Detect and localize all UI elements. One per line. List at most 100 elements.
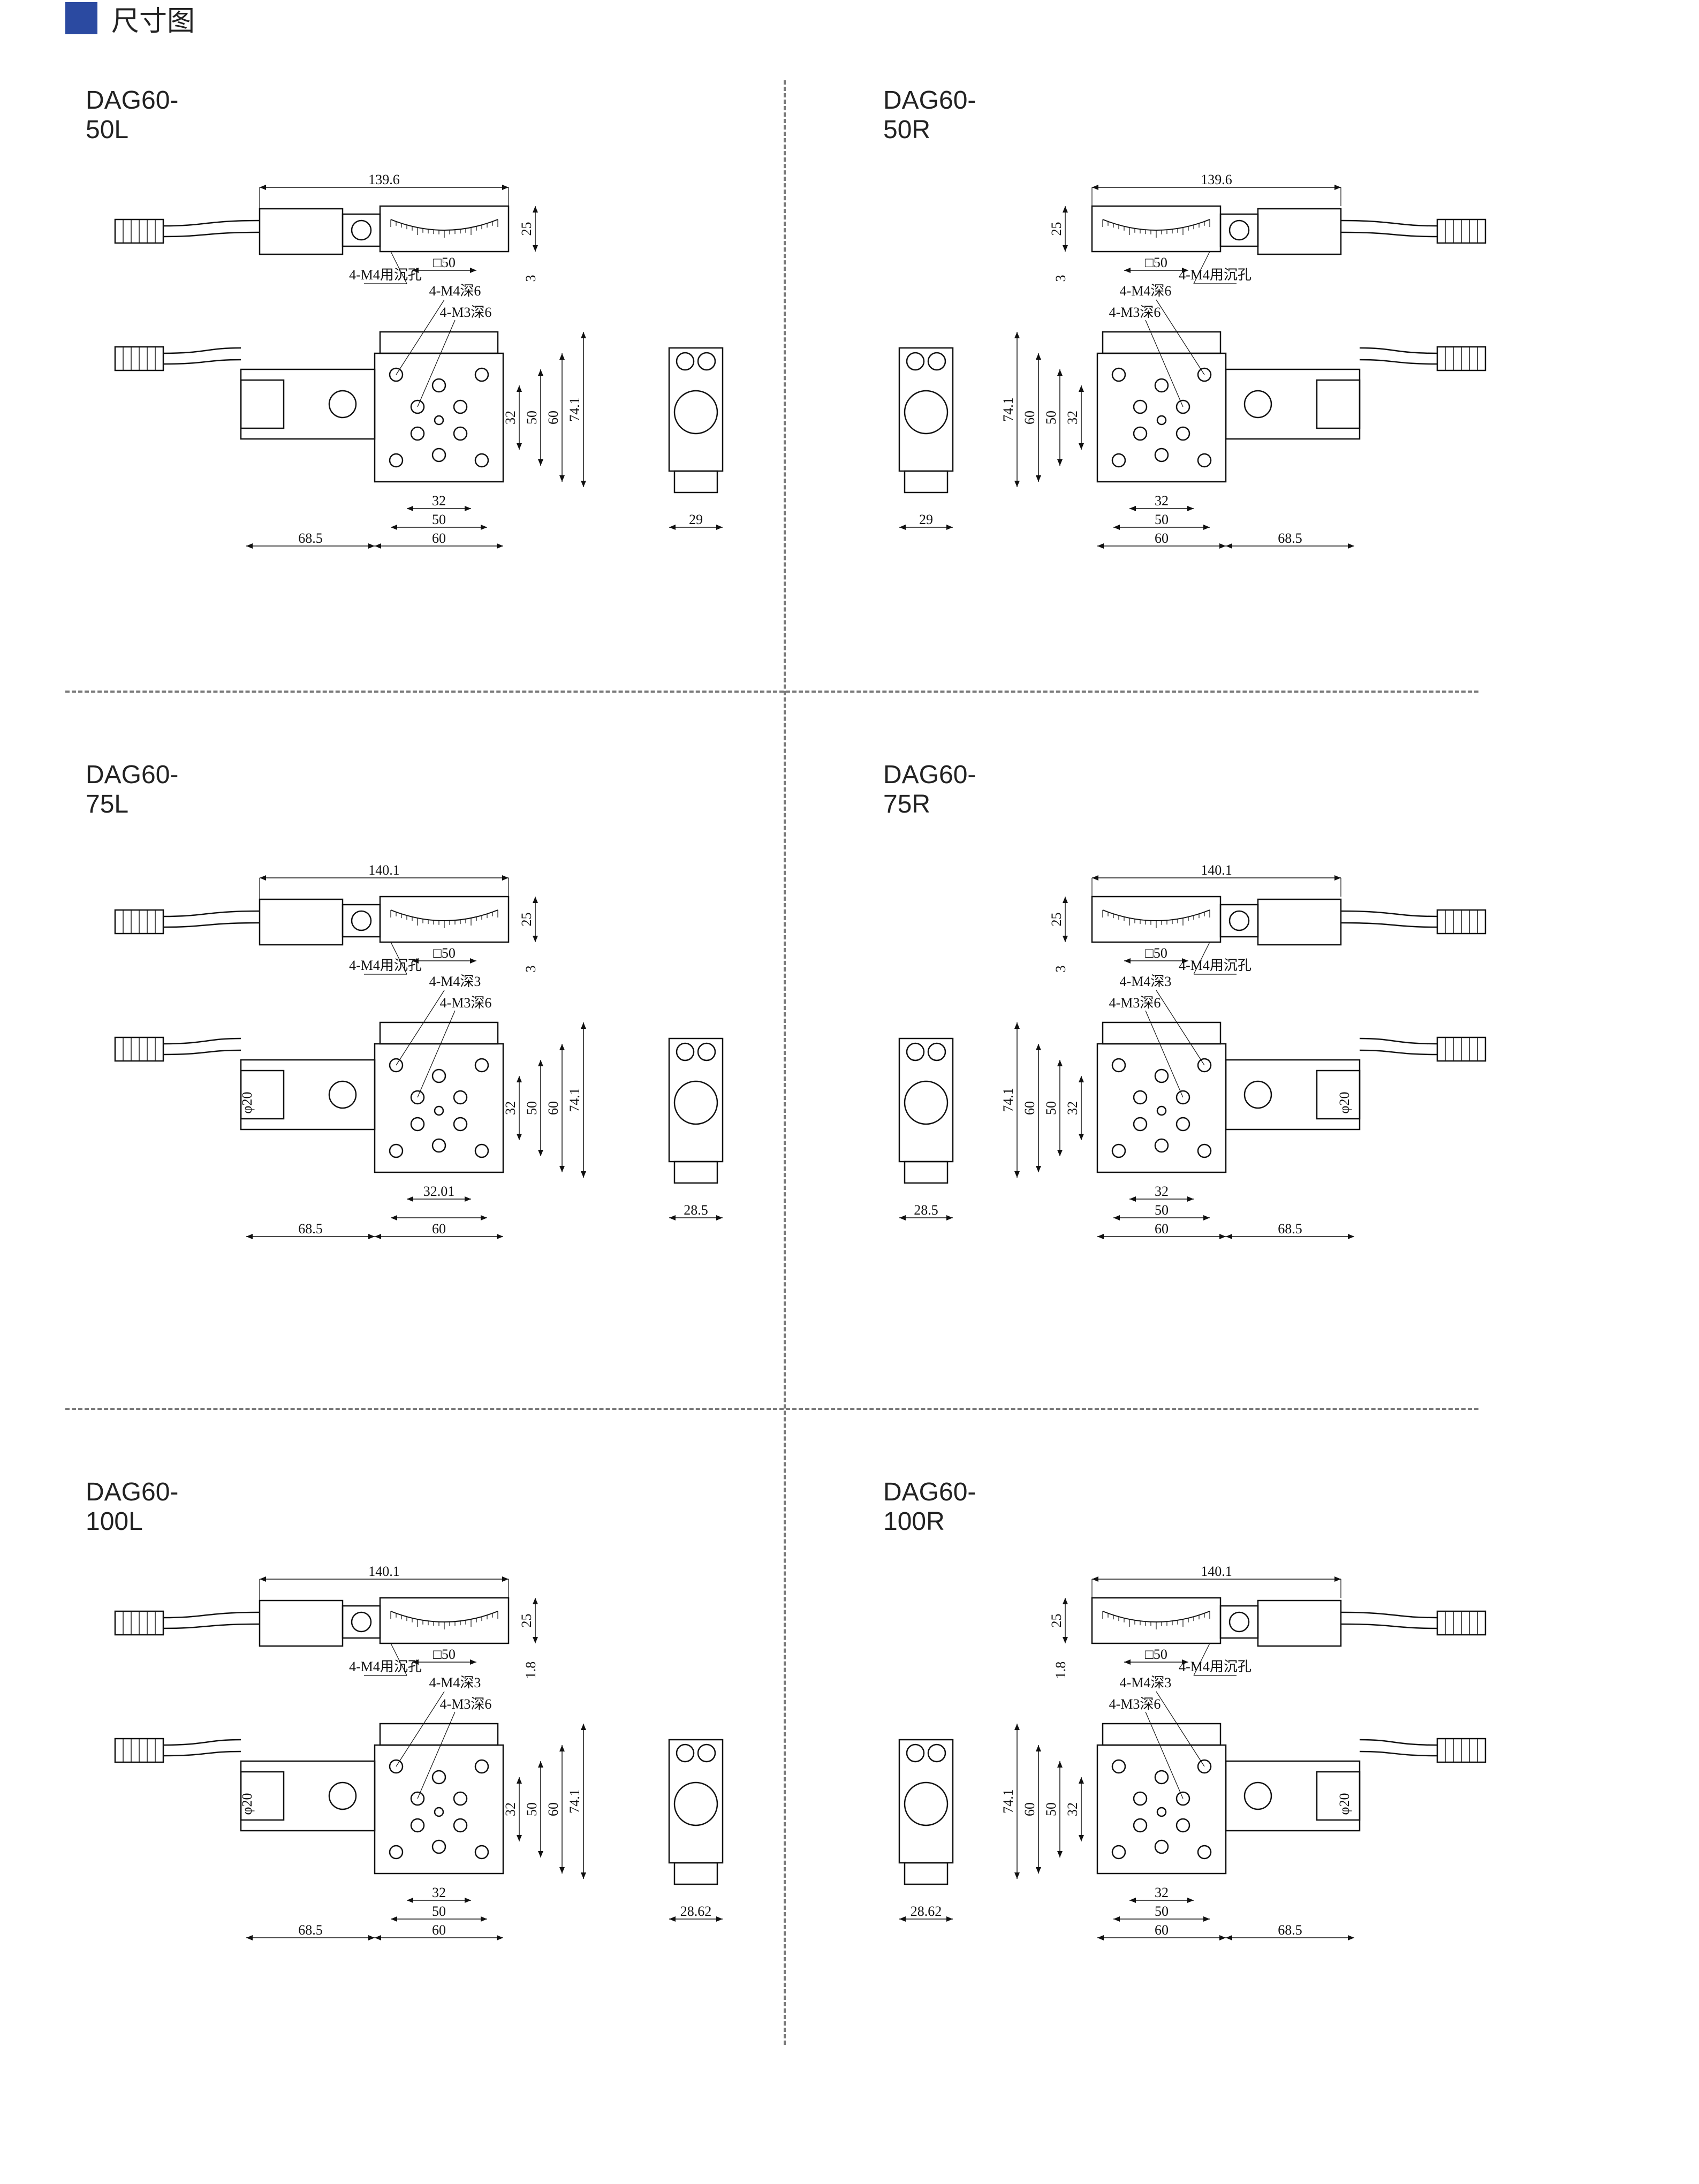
hole-spec-label: 4-M4深3 — [429, 974, 481, 989]
height-dimension: 25 — [1049, 222, 1064, 236]
mounting-hole — [1197, 367, 1212, 382]
mounting-hole — [1175, 1117, 1190, 1132]
dimension-arrow — [1079, 1076, 1084, 1140]
motor-cable — [1340, 910, 1438, 928]
leader-line — [1193, 1643, 1210, 1676]
side-width-dimension: 28.5 — [684, 1202, 708, 1218]
mounting-hole — [389, 1058, 404, 1073]
angle-scale — [390, 1611, 498, 1622]
mounting-hole — [1133, 426, 1148, 441]
height-dimension: 25 — [519, 913, 534, 927]
diameter-label: φ20 — [239, 1091, 255, 1113]
dimension-32-horizontal: 32.01 — [423, 1184, 455, 1199]
dimension-60: 60 — [545, 411, 561, 424]
mounting-hole — [453, 399, 468, 414]
mounting-hole — [1111, 453, 1126, 468]
mounting-hole — [389, 1143, 404, 1158]
dimension-50: 50 — [1043, 1101, 1059, 1115]
mounting-hole — [1111, 1845, 1126, 1860]
diameter-label: φ20 — [1337, 1793, 1352, 1815]
motor-housing — [240, 379, 285, 429]
square-dimension: □50 — [1145, 255, 1167, 270]
dimension-74-1: 74.1 — [567, 1789, 582, 1814]
hole-spec-label: 4-M4用沉孔 — [1179, 958, 1252, 973]
dimension-32: 32 — [503, 1101, 518, 1115]
dimension-arrow — [517, 1076, 522, 1140]
dimension-arrow — [407, 1196, 471, 1202]
knob-block — [1219, 904, 1259, 938]
offset-dimension: 3 — [1053, 275, 1068, 282]
dimension-arrow — [899, 525, 953, 530]
knob-icon — [351, 910, 372, 931]
motor-cable — [163, 347, 241, 365]
section-header: 尺寸图 — [65, 0, 195, 37]
mounting-hole — [410, 1791, 425, 1806]
leader-line — [1156, 990, 1205, 1066]
knob-block — [1219, 1605, 1259, 1639]
knob-icon — [351, 1611, 372, 1633]
mounting-hole — [431, 448, 446, 462]
mounting-hole — [1133, 1090, 1148, 1105]
vertical-divider — [784, 80, 786, 2045]
knob-icon — [1228, 219, 1250, 241]
side-view-bore — [673, 390, 718, 435]
diameter-label: φ20 — [239, 1793, 255, 1815]
dimension-50: 50 — [524, 1101, 540, 1115]
dimension-32: 32 — [503, 1802, 518, 1816]
dimension-60: 60 — [1022, 1101, 1037, 1115]
stage-body — [1091, 896, 1222, 943]
dimension-68-5: 68.5 — [1278, 1221, 1302, 1237]
motor-cable — [163, 1739, 241, 1757]
mounting-hole — [474, 1143, 489, 1158]
side-view-body — [898, 347, 954, 472]
motor-housing — [1316, 379, 1361, 429]
coupling-icon — [328, 390, 357, 419]
knob-block — [342, 904, 381, 938]
stage-top-rail — [379, 1021, 499, 1045]
square-dimension: □50 — [433, 1647, 456, 1662]
motor-body — [1257, 898, 1342, 946]
square-dimension: □50 — [433, 255, 456, 270]
leader-line — [396, 990, 445, 1066]
dimension-arrow — [669, 1916, 723, 1922]
mounting-hole — [1197, 1143, 1212, 1158]
dimension-32-horizontal: 32 — [432, 1885, 446, 1900]
mounting-hole — [410, 1090, 425, 1105]
coupling-icon — [1243, 1080, 1272, 1109]
hole-spec-label: 4-M4用沉孔 — [1179, 267, 1252, 283]
mounting-hole — [453, 1090, 468, 1105]
motor-body — [259, 208, 344, 255]
knob-block — [342, 213, 381, 247]
motor-housing — [1316, 1070, 1361, 1120]
side-view-bore — [904, 390, 949, 435]
angle-scale — [390, 219, 498, 231]
dimension-50-horizontal: 50 — [432, 512, 446, 527]
mounting-hole — [474, 367, 489, 382]
dimension-32-horizontal: 32 — [1155, 493, 1169, 509]
model-label: DAG60-50R — [883, 86, 976, 144]
leader-line — [1145, 1010, 1184, 1098]
offset-dimension: 3 — [523, 275, 538, 282]
dimension-60: 60 — [1022, 411, 1037, 424]
motor-housing — [1316, 1771, 1361, 1821]
dimension-arrow — [899, 1215, 953, 1220]
dimension-60: 60 — [1022, 1802, 1037, 1816]
side-view-body — [898, 1739, 954, 1864]
dimension-68-5: 68.5 — [298, 1221, 323, 1237]
leader-line — [396, 299, 445, 375]
side-width-dimension: 28.62 — [911, 1904, 942, 1919]
side-knob-icon — [697, 1042, 716, 1061]
dimension-arrow — [517, 385, 522, 450]
side-view-body — [668, 1739, 724, 1864]
dimension-68-5: 68.5 — [1278, 1922, 1302, 1938]
motor-cable — [1359, 1739, 1438, 1757]
dimension-arrow — [1129, 1196, 1194, 1202]
coupling-icon — [1243, 1781, 1272, 1810]
side-knob-icon — [927, 352, 946, 371]
mounting-hole — [1175, 426, 1190, 441]
dimension-32-horizontal: 32 — [1155, 1184, 1169, 1199]
stage-plate — [374, 352, 504, 483]
mounting-hole — [1154, 1138, 1169, 1153]
side-knob-icon — [697, 1743, 716, 1763]
